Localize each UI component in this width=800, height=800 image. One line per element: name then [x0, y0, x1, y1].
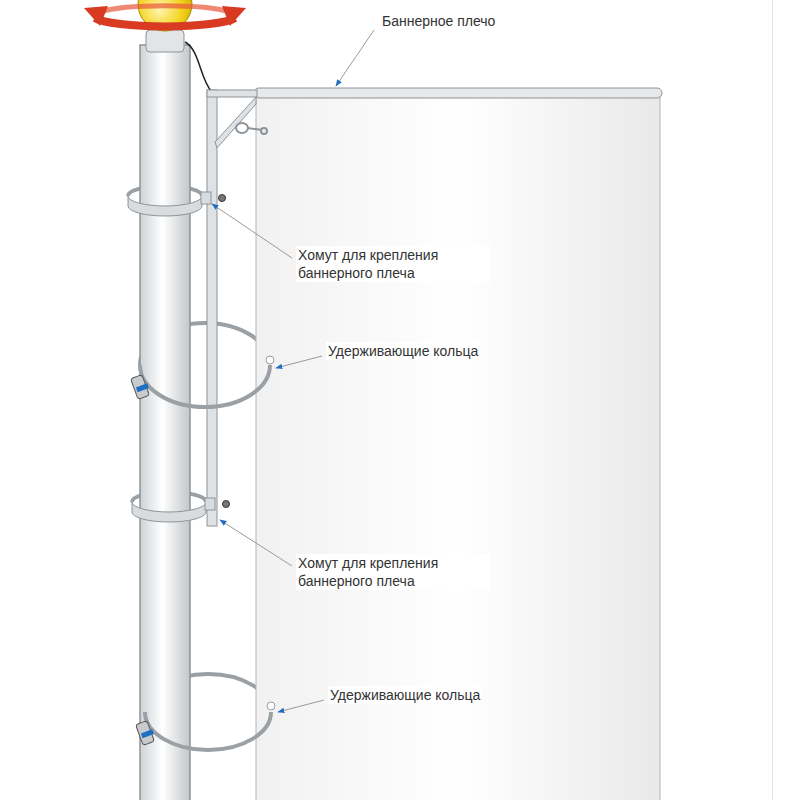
arm-brace	[215, 97, 256, 148]
banner	[256, 96, 660, 800]
pole-cap	[146, 30, 184, 52]
callout-label: Удерживающие кольца	[328, 686, 482, 704]
callout-label: Удерживающие кольца	[326, 342, 480, 360]
callout-label: Баннерное плечо	[380, 12, 497, 30]
safety-wire	[185, 42, 212, 92]
ring-front	[140, 365, 271, 750]
page-edge	[772, 0, 773, 800]
arm-bracket-top	[207, 90, 257, 97]
leader-line	[212, 30, 374, 712]
banner-clip	[236, 123, 267, 134]
rotation-arrow	[84, 6, 246, 27]
arm-bracket	[207, 90, 217, 526]
pole	[140, 45, 190, 800]
ring-lock	[131, 356, 275, 745]
callout-label: Хомут для крепления баннерного плеча	[296, 554, 490, 590]
banner-arm	[254, 88, 662, 98]
clamp	[128, 192, 230, 522]
callout-label: Хомут для крепления баннерного плеча	[296, 246, 490, 282]
